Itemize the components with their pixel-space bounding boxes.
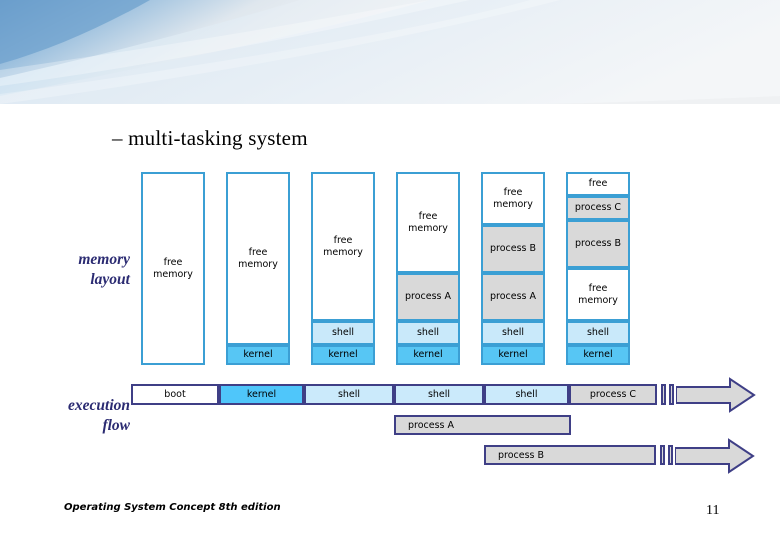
exec-timeline-boot: boot [131,384,219,405]
memory-cell: shell [566,321,630,345]
memory-cell: free memory [226,172,290,345]
execution-flow-label: execution flow [68,397,130,434]
memory-cell: kernel [396,345,460,365]
memory-cell: kernel [481,345,545,365]
memory-column-5: free memory process B process A shell ke… [481,172,545,365]
memory-cell: shell [311,321,375,345]
exec-timeline-shell-1: shell [304,384,394,405]
process-b-break-tick-2 [668,445,673,465]
memory-cell: process C [566,196,630,220]
timeline-arrow [676,377,756,413]
memory-cell: process B [481,225,545,273]
memory-column-6: free process C process B free memory she… [566,172,630,365]
memory-cell: free memory [481,172,545,225]
memory-cell: kernel [311,345,375,365]
memory-cell: free memory [311,172,375,321]
exec-timeline-process-c: process C [569,384,657,405]
page-number: 11 [706,503,720,518]
timeline-break-tick-2 [669,384,674,405]
exec-timeline-shell-2: shell [394,384,484,405]
process-b-arrow [675,438,755,474]
timeline-break-tick-1 [661,384,666,405]
memory-cell: free memory [396,172,460,273]
memory-cell: process A [481,273,545,321]
slide-banner [0,0,780,112]
memory-column-3: free memory shell kernel [311,172,375,365]
exec-bar-process-b: process B [484,445,656,465]
exec-timeline-shell-3: shell [484,384,569,405]
footer-source-text: Operating System Concept 8th edition [64,502,281,513]
memory-cell: shell [396,321,460,345]
memory-cell: free memory [141,172,205,365]
memory-cell: kernel [226,345,290,365]
memory-cell: process A [396,273,460,321]
memory-cell: free memory [566,268,630,321]
memory-layout-label: memory layout [78,251,130,288]
memory-cell: shell [481,321,545,345]
memory-cell: process B [566,220,630,268]
slide-title: – multi-tasking system [112,126,308,150]
memory-column-2: free memory kernel [226,172,290,365]
memory-layout-diagram: free memory free memory kernel free memo… [141,172,630,365]
memory-column-1: free memory [141,172,205,365]
memory-column-4: free memory process A shell kernel [396,172,460,365]
process-b-break-tick-1 [660,445,665,465]
memory-cell: free [566,172,630,196]
memory-cell: kernel [566,345,630,365]
exec-timeline-kernel: kernel [219,384,304,405]
exec-bar-process-a: process A [394,415,571,435]
